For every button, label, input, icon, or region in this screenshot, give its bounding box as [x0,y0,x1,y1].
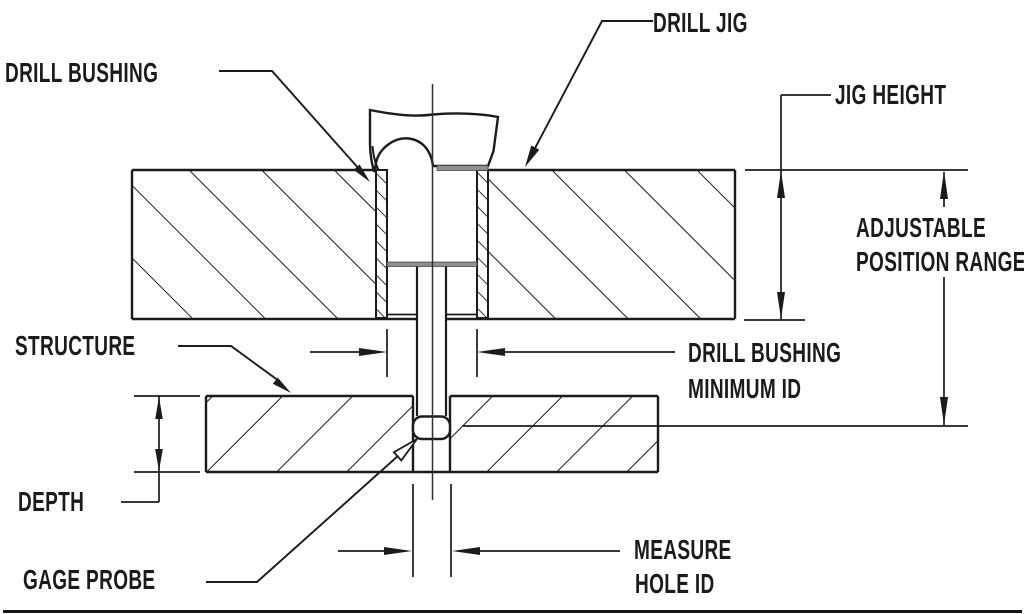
dimension-measure-hole-id [338,547,620,555]
label-measure-hole-id-line1: MEASURE [634,534,732,565]
arrow-down-icon [777,292,785,319]
structure-hatch-right [450,396,658,472]
arrow-right-icon [384,547,412,555]
arrow-left-icon [452,547,480,555]
extension-lines [134,169,968,577]
bushing-wall-right [476,169,489,319]
leader-arrow-icon [525,145,540,167]
label-adjustable-position-range-line1: ADJUSTABLE [856,212,986,243]
arrow-down-icon [940,397,948,425]
leader-arrow-icon [272,377,291,393]
plate-hatch-left [132,170,376,319]
structure-plate [204,394,660,474]
drill-bushing-part [375,165,489,319]
arrow-up-icon [155,397,163,419]
structure-hatch-left [206,396,413,472]
label-drill-bushing-minimum-id-line1: DRILL BUSHING [688,337,842,368]
arrow-left-icon [477,348,505,356]
bushing-wall-left [375,169,388,319]
dimension-bushing-minimum-id [310,348,675,356]
label-gage-probe: GAGE PROBE [23,564,156,595]
plate-hatch-right [488,170,735,319]
label-structure: STRUCTURE [15,330,136,361]
leader-drill-jig [525,20,653,167]
label-measure-hole-id-line2: HOLE ID [635,568,715,599]
label-adjustable-position-range-line2: POSITION RANGE [856,246,1024,277]
leader-arrow-icon [353,164,370,182]
plate-outline [130,168,737,321]
bushing-top-lip [436,165,489,171]
dimension-jig-height [777,94,831,319]
label-depth: DEPTH [18,486,85,517]
dimension-depth [121,396,163,503]
drill-jig-plate [130,168,737,321]
label-drill-jig: DRILL JIG [653,7,748,38]
leader-drill-bushing [219,70,370,182]
probe-ball [411,415,452,441]
open-arrow-icon [392,438,418,462]
scan-edge-artifact [3,610,1022,613]
probe-cap-inner-arc [371,145,380,172]
arrow-up-icon [940,171,948,199]
label-jig-height: JIG HEIGHT [835,79,947,110]
label-drill-bushing: DRILL BUSHING [5,57,159,88]
gage-probe-cap [368,108,500,173]
arrow-down-icon [155,449,163,471]
label-drill-bushing-minimum-id-line2: MINIMUM ID [688,373,802,404]
gage-probe-part [415,266,448,416]
dimension-adjustable-range [940,171,948,425]
probe-cap-outline [368,108,500,173]
leader-structure [178,345,291,393]
leader-gage-probe [206,438,418,583]
arrow-up-icon [777,171,785,198]
arrow-right-icon [359,348,387,356]
